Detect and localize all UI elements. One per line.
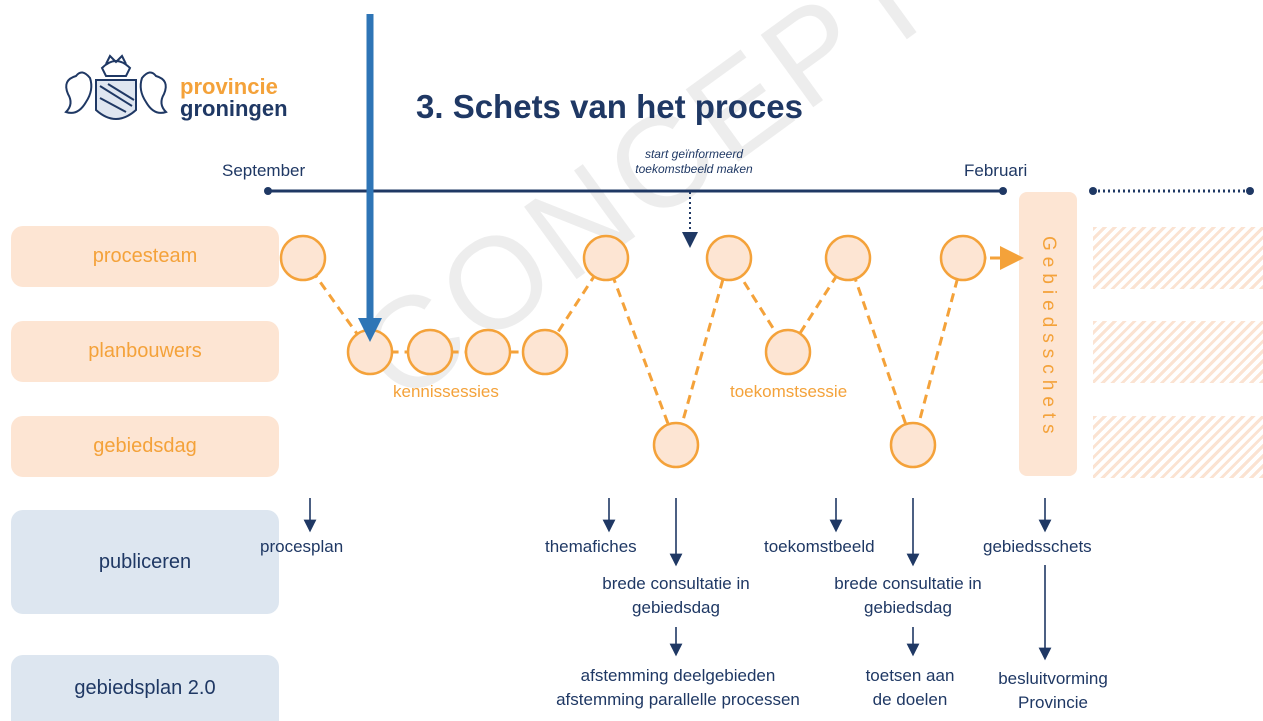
hatched-area-gebiedsdag	[1093, 416, 1263, 478]
output-brede-consultatie-1: brede consultatie in gebiedsdag	[602, 572, 749, 620]
hatched-area-procesteam	[1093, 227, 1263, 289]
timeline-start-label: September	[222, 161, 306, 180]
logo-text-provincie: provincie	[180, 74, 278, 99]
node-procesteam-4	[824, 234, 872, 282]
output-afstemming: afstemming deelgebieden afstemming paral…	[556, 664, 800, 712]
output-afstemming-line1: afstemming deelgebieden	[580, 666, 776, 685]
node-kennissessie-4	[521, 328, 569, 376]
row-gebiedsplan: gebiedsplan 2.0	[11, 655, 279, 721]
gebiedsschets-box: Gebiedsschets	[1019, 192, 1077, 476]
node-procesteam-1	[279, 234, 327, 282]
timeline-end-dot	[999, 187, 1007, 195]
output-toekomstbeeld: toekomstbeeld	[764, 537, 875, 556]
node-toekomstsessie	[764, 328, 812, 376]
timeline-future-end-dot	[1246, 187, 1254, 195]
label-kennissessies: kennissessies	[393, 382, 499, 401]
output-brede2-line1: brede consultatie in	[834, 574, 982, 593]
row-procesteam: procesteam	[11, 226, 279, 287]
row-gebiedsdag-label: gebiedsdag	[93, 435, 197, 457]
node-kennissessie-2	[406, 328, 454, 376]
page-title: 3. Schets van het proces	[416, 88, 803, 125]
timeline-note-line2: toekomstbeeld maken	[635, 162, 753, 176]
output-toetsen: toetsen aan de doelen	[866, 664, 955, 712]
output-procesplan: procesplan	[260, 537, 344, 556]
row-planbouwers: planbouwers	[11, 321, 279, 382]
timeline-future-start-dot	[1089, 187, 1097, 195]
blue-pointer-arrow-head	[358, 318, 382, 342]
row-planbouwers-label: planbouwers	[88, 340, 202, 362]
row-publiceren-label: publiceren	[98, 550, 192, 573]
output-besluitvorming: besluitvorming Provincie	[998, 667, 1108, 715]
node-procesteam-2	[582, 234, 630, 282]
timeline-note: start geïnformeerd toekomstbeeld maken	[635, 147, 752, 177]
province-coat-of-arms-logo	[64, 54, 168, 120]
hatched-area-planbouwers	[1093, 321, 1263, 383]
node-kennissessie-3	[464, 328, 512, 376]
output-toetsen-line2: de doelen	[872, 690, 948, 709]
output-brede1-line1: brede consultatie in	[602, 574, 750, 593]
output-afstemming-line2: afstemming parallelle processen	[556, 690, 800, 709]
row-publiceren: publiceren	[11, 510, 279, 614]
row-gebiedsdag: gebiedsdag	[11, 416, 279, 477]
timeline-note-line1: start geïnformeerd	[644, 147, 744, 161]
label-toekomstsessie: toekomstsessie	[730, 382, 848, 401]
gebiedsschets-box-label: Gebiedsschets	[1038, 236, 1059, 440]
output-themafiches: themafiches	[545, 537, 637, 556]
output-brede-consultatie-2: brede consultatie in gebiedsdag	[834, 572, 981, 620]
output-besluit-line2: Provincie	[1018, 693, 1088, 712]
node-gebiedsdag-2	[889, 421, 937, 469]
output-brede1-line2: gebiedsdag	[632, 598, 720, 617]
timeline-end-label: Februari	[964, 161, 1028, 180]
output-toetsen-line1: toetsen aan	[865, 666, 955, 685]
output-besluit-line1: besluitvorming	[998, 669, 1108, 688]
node-gebiedsdag-1	[652, 421, 700, 469]
node-procesteam-5	[939, 234, 987, 282]
output-gebiedsschets: gebiedsschets	[983, 537, 1092, 556]
row-gebiedsplan-label: gebiedsplan 2.0	[74, 676, 216, 699]
timeline-start-dot	[264, 187, 272, 195]
output-brede2-line2: gebiedsdag	[864, 598, 952, 617]
row-procesteam-label: procesteam	[92, 245, 198, 267]
node-procesteam-3	[705, 234, 753, 282]
logo-text-groningen: groningen	[180, 96, 288, 121]
